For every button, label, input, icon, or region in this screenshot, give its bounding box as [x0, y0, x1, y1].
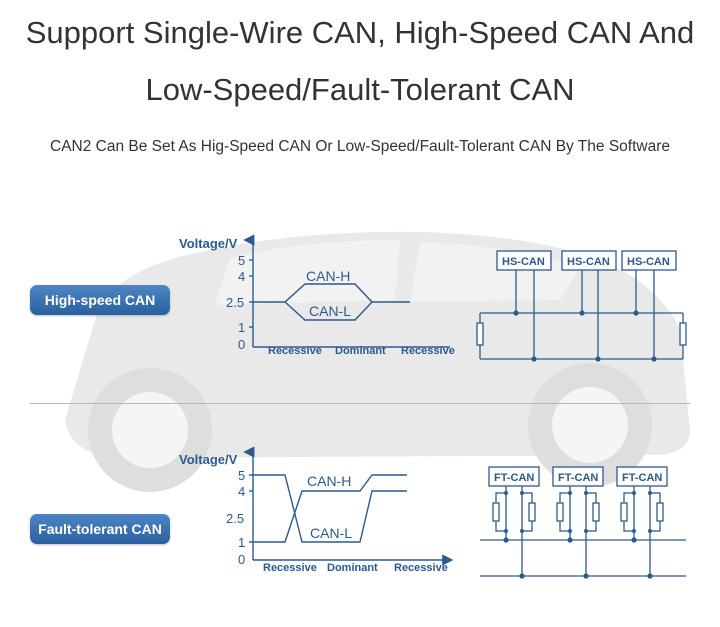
hs-tick-2-5: 2.5	[226, 295, 244, 310]
hs-can-l-line	[284, 301, 373, 321]
hs-can-h-label: CAN-H	[306, 268, 350, 284]
ft-state-recessive-2: Recessive	[394, 562, 448, 574]
hs-node-1-label: HS-CAN	[502, 256, 545, 268]
page-title: Support Single-Wire CAN, High-Speed CAN …	[25, 15, 695, 50]
hs-tick-4: 4	[238, 269, 245, 284]
hs-termination-resistor-right	[679, 322, 687, 346]
fault-tolerant-bus-topology	[480, 466, 686, 577]
hs-tick-1: 1	[238, 320, 245, 335]
page-subtitle: CAN2 Can Be Set As Hig-Speed CAN Or Low-…	[50, 138, 670, 155]
hs-state-recessive-2: Recessive	[401, 345, 455, 357]
ft-state-dominant: Dominant	[327, 562, 378, 574]
ft-axis-label: Voltage/V	[179, 452, 238, 467]
ft-tick-1: 1	[238, 535, 245, 550]
hs-tick-0: 0	[238, 337, 245, 352]
ft-node-3-label: FT-CAN	[622, 472, 662, 484]
ft-can-l-line	[253, 474, 407, 543]
ft-can-l-label: CAN-L	[310, 525, 352, 541]
high-speed-bus-topology	[476, 250, 687, 360]
hs-tick-5: 5	[238, 253, 245, 268]
ft-can-h-line	[253, 474, 407, 543]
hs-node-1-box	[496, 250, 552, 271]
hs-state-dominant: Dominant	[335, 345, 386, 357]
page-title-line-2: Low-Speed/Fault-Tolerant CAN	[145, 72, 575, 107]
ft-node-1-box	[488, 466, 540, 487]
hs-node-2-label: HS-CAN	[567, 256, 610, 268]
hs-node-3-label: HS-CAN	[627, 256, 670, 268]
ft-node-3-box	[616, 466, 668, 487]
section-divider	[30, 403, 690, 404]
ft-node-2-box	[552, 466, 604, 487]
ft-tick-5: 5	[238, 468, 245, 483]
hs-node-3-box	[621, 250, 677, 271]
hs-node-2-box	[561, 250, 617, 271]
fault-tolerant-waveform	[243, 446, 454, 566]
high-speed-waveform	[243, 234, 450, 348]
hs-can-l-label: CAN-L	[309, 303, 351, 319]
hs-axis-label: Voltage/V	[179, 236, 238, 251]
ft-state-recessive-1: Recessive	[263, 562, 317, 574]
high-speed-can-label: High-speed CAN	[30, 285, 170, 315]
ft-can-h-label: CAN-H	[307, 473, 351, 489]
ft-node-1-label: FT-CAN	[494, 472, 534, 484]
hs-state-recessive-1: Recessive	[268, 345, 322, 357]
ft-tick-0: 0	[238, 552, 245, 567]
hs-termination-resistor-left	[476, 322, 484, 346]
fault-tolerant-can-label: Fault-tolerant CAN	[30, 514, 170, 544]
ft-node-2-label: FT-CAN	[558, 472, 598, 484]
ft-tick-4: 4	[238, 484, 245, 499]
ft-tick-2-5: 2.5	[226, 511, 244, 526]
hs-can-h-line	[253, 283, 410, 303]
